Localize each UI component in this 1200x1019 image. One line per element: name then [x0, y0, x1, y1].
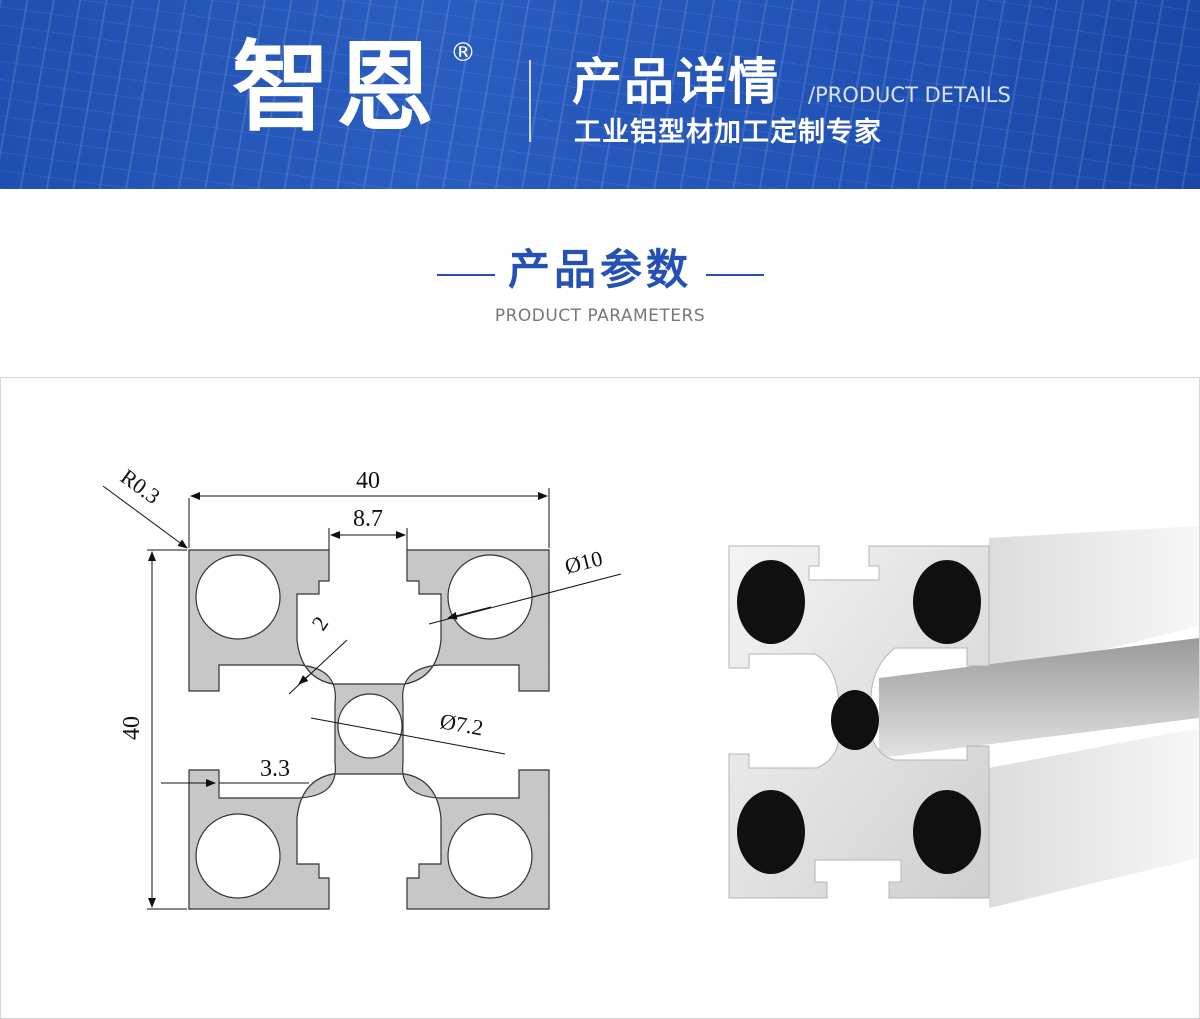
brand-name: 智恩 [232, 31, 441, 145]
dim-hole-diameter: Ø10 [562, 545, 605, 578]
banner-divider [529, 60, 531, 142]
dim-width-top: 40 [356, 468, 380, 494]
profile-body [188, 549, 550, 910]
section-title: 产品参数 [507, 245, 692, 294]
groove-middle [879, 638, 1199, 758]
profile-photo [728, 526, 1199, 908]
banner-title: 产品详情 [572, 53, 780, 111]
hole-bottom-right [913, 790, 981, 874]
heading-line-left [437, 274, 495, 276]
banner-subtitle: 工业铝型材加工定制专家 [574, 117, 882, 148]
dim-lip: 3.3 [260, 756, 290, 782]
profile-drawing: 40 8.7 R0.3 Ø10 2 Ø7.2 40 3.3 [102, 464, 622, 910]
registered-mark: ® [450, 38, 476, 68]
section-subtitle: PRODUCT PARAMETERS [494, 306, 706, 326]
hole-top-left [737, 560, 805, 644]
hole-bottom-left [737, 790, 805, 874]
profile-body-side [989, 526, 1199, 678]
banner-texture [0, 0, 1200, 189]
product-panel: 40 8.7 R0.3 Ø10 2 Ø7.2 40 3.3 [0, 377, 1200, 1019]
header-banner: 智恩 ® 产品详情 /PRODUCT DETAILS 工业铝型材加工定制专家 [0, 0, 1200, 189]
hole-top-right [913, 560, 981, 644]
hole-center [831, 690, 879, 750]
banner-title-en: /PRODUCT DETAILS [808, 83, 1011, 107]
dim-web-thickness: 2 [306, 612, 333, 635]
heading-line-right [706, 274, 764, 276]
profile-body-side-lower [989, 728, 1199, 908]
dim-corner-radius: R0.3 [116, 464, 165, 509]
dim-slot-width: 8.7 [353, 506, 383, 532]
dim-height-left: 40 [119, 716, 145, 740]
section-heading: 产品参数 PRODUCT PARAMETERS [0, 236, 1200, 336]
dim-center-hole: Ø7.2 [438, 708, 485, 740]
